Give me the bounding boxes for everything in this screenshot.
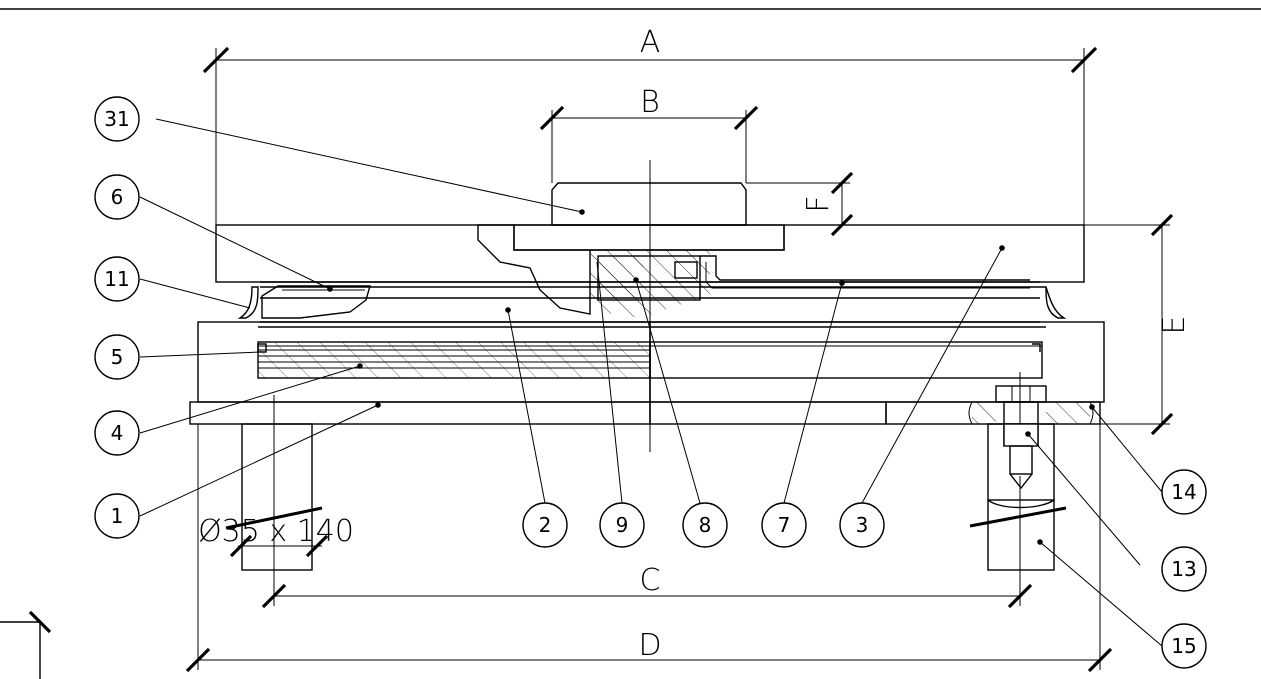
balloon-13-label: 13	[1171, 557, 1196, 581]
balloon-7: 7	[761, 502, 807, 548]
dimension-c-label: C	[640, 563, 661, 598]
balloon-4-label: 4	[111, 421, 124, 445]
dimension-b: B	[539, 85, 759, 183]
balloon-31: 31	[94, 96, 140, 142]
balloon-9: 9	[599, 502, 645, 548]
balloon-14-label: 14	[1171, 480, 1196, 504]
balloon-3: 3	[839, 502, 885, 548]
balloon-8: 8	[682, 502, 728, 548]
left-anchor-sleeve	[225, 423, 323, 571]
sliding-plate	[700, 255, 1030, 289]
balloon-14: 14	[1161, 469, 1207, 515]
balloon-4: 4	[94, 410, 140, 456]
dimension-a: A	[202, 25, 1098, 225]
dimension-c: C	[261, 372, 1033, 609]
balloon-11: 11	[94, 256, 140, 302]
balloon-1-label: 1	[111, 504, 124, 528]
dimension-a-label: A	[640, 25, 661, 60]
anchor-spec-label: Ø35 x 140	[198, 514, 354, 549]
anchor-sleeve	[969, 423, 1067, 571]
balloon-11-label: 11	[104, 267, 129, 291]
balloon-5-label: 5	[111, 345, 124, 369]
anchor-plate	[885, 401, 1101, 425]
upper-block	[513, 182, 785, 251]
balloon-8-label: 8	[699, 513, 712, 537]
dimension-d: D	[185, 424, 1113, 673]
balloon-15-label: 15	[1171, 634, 1196, 658]
balloon-9-label: 9	[616, 513, 629, 537]
balloon-6-label: 6	[111, 185, 124, 209]
balloon-2: 2	[522, 502, 568, 548]
sheet-border-corner	[0, 610, 52, 679]
dimension-e-label: E	[1157, 316, 1192, 335]
balloon-15: 15	[1161, 623, 1207, 669]
balloon-5: 5	[94, 334, 140, 380]
dimension-d-label: D	[638, 628, 661, 663]
leader-lines	[139, 118, 1163, 647]
sliding-pad	[261, 285, 371, 319]
sealing-ring	[257, 343, 1041, 353]
balloon-13: 13	[1161, 546, 1207, 592]
balloon-2-label: 2	[539, 513, 552, 537]
balloon-31-label: 31	[104, 107, 129, 131]
balloon-3-label: 3	[856, 513, 869, 537]
balloon-6: 6	[94, 174, 140, 220]
dimension-b-label: B	[640, 85, 660, 120]
dimension-e: E	[1084, 213, 1192, 436]
dimension-f-label: F	[801, 195, 836, 212]
balloon-1: 1	[94, 493, 140, 539]
balloon-7-label: 7	[778, 513, 791, 537]
anchor-spec: Ø35 x 140	[198, 514, 354, 558]
